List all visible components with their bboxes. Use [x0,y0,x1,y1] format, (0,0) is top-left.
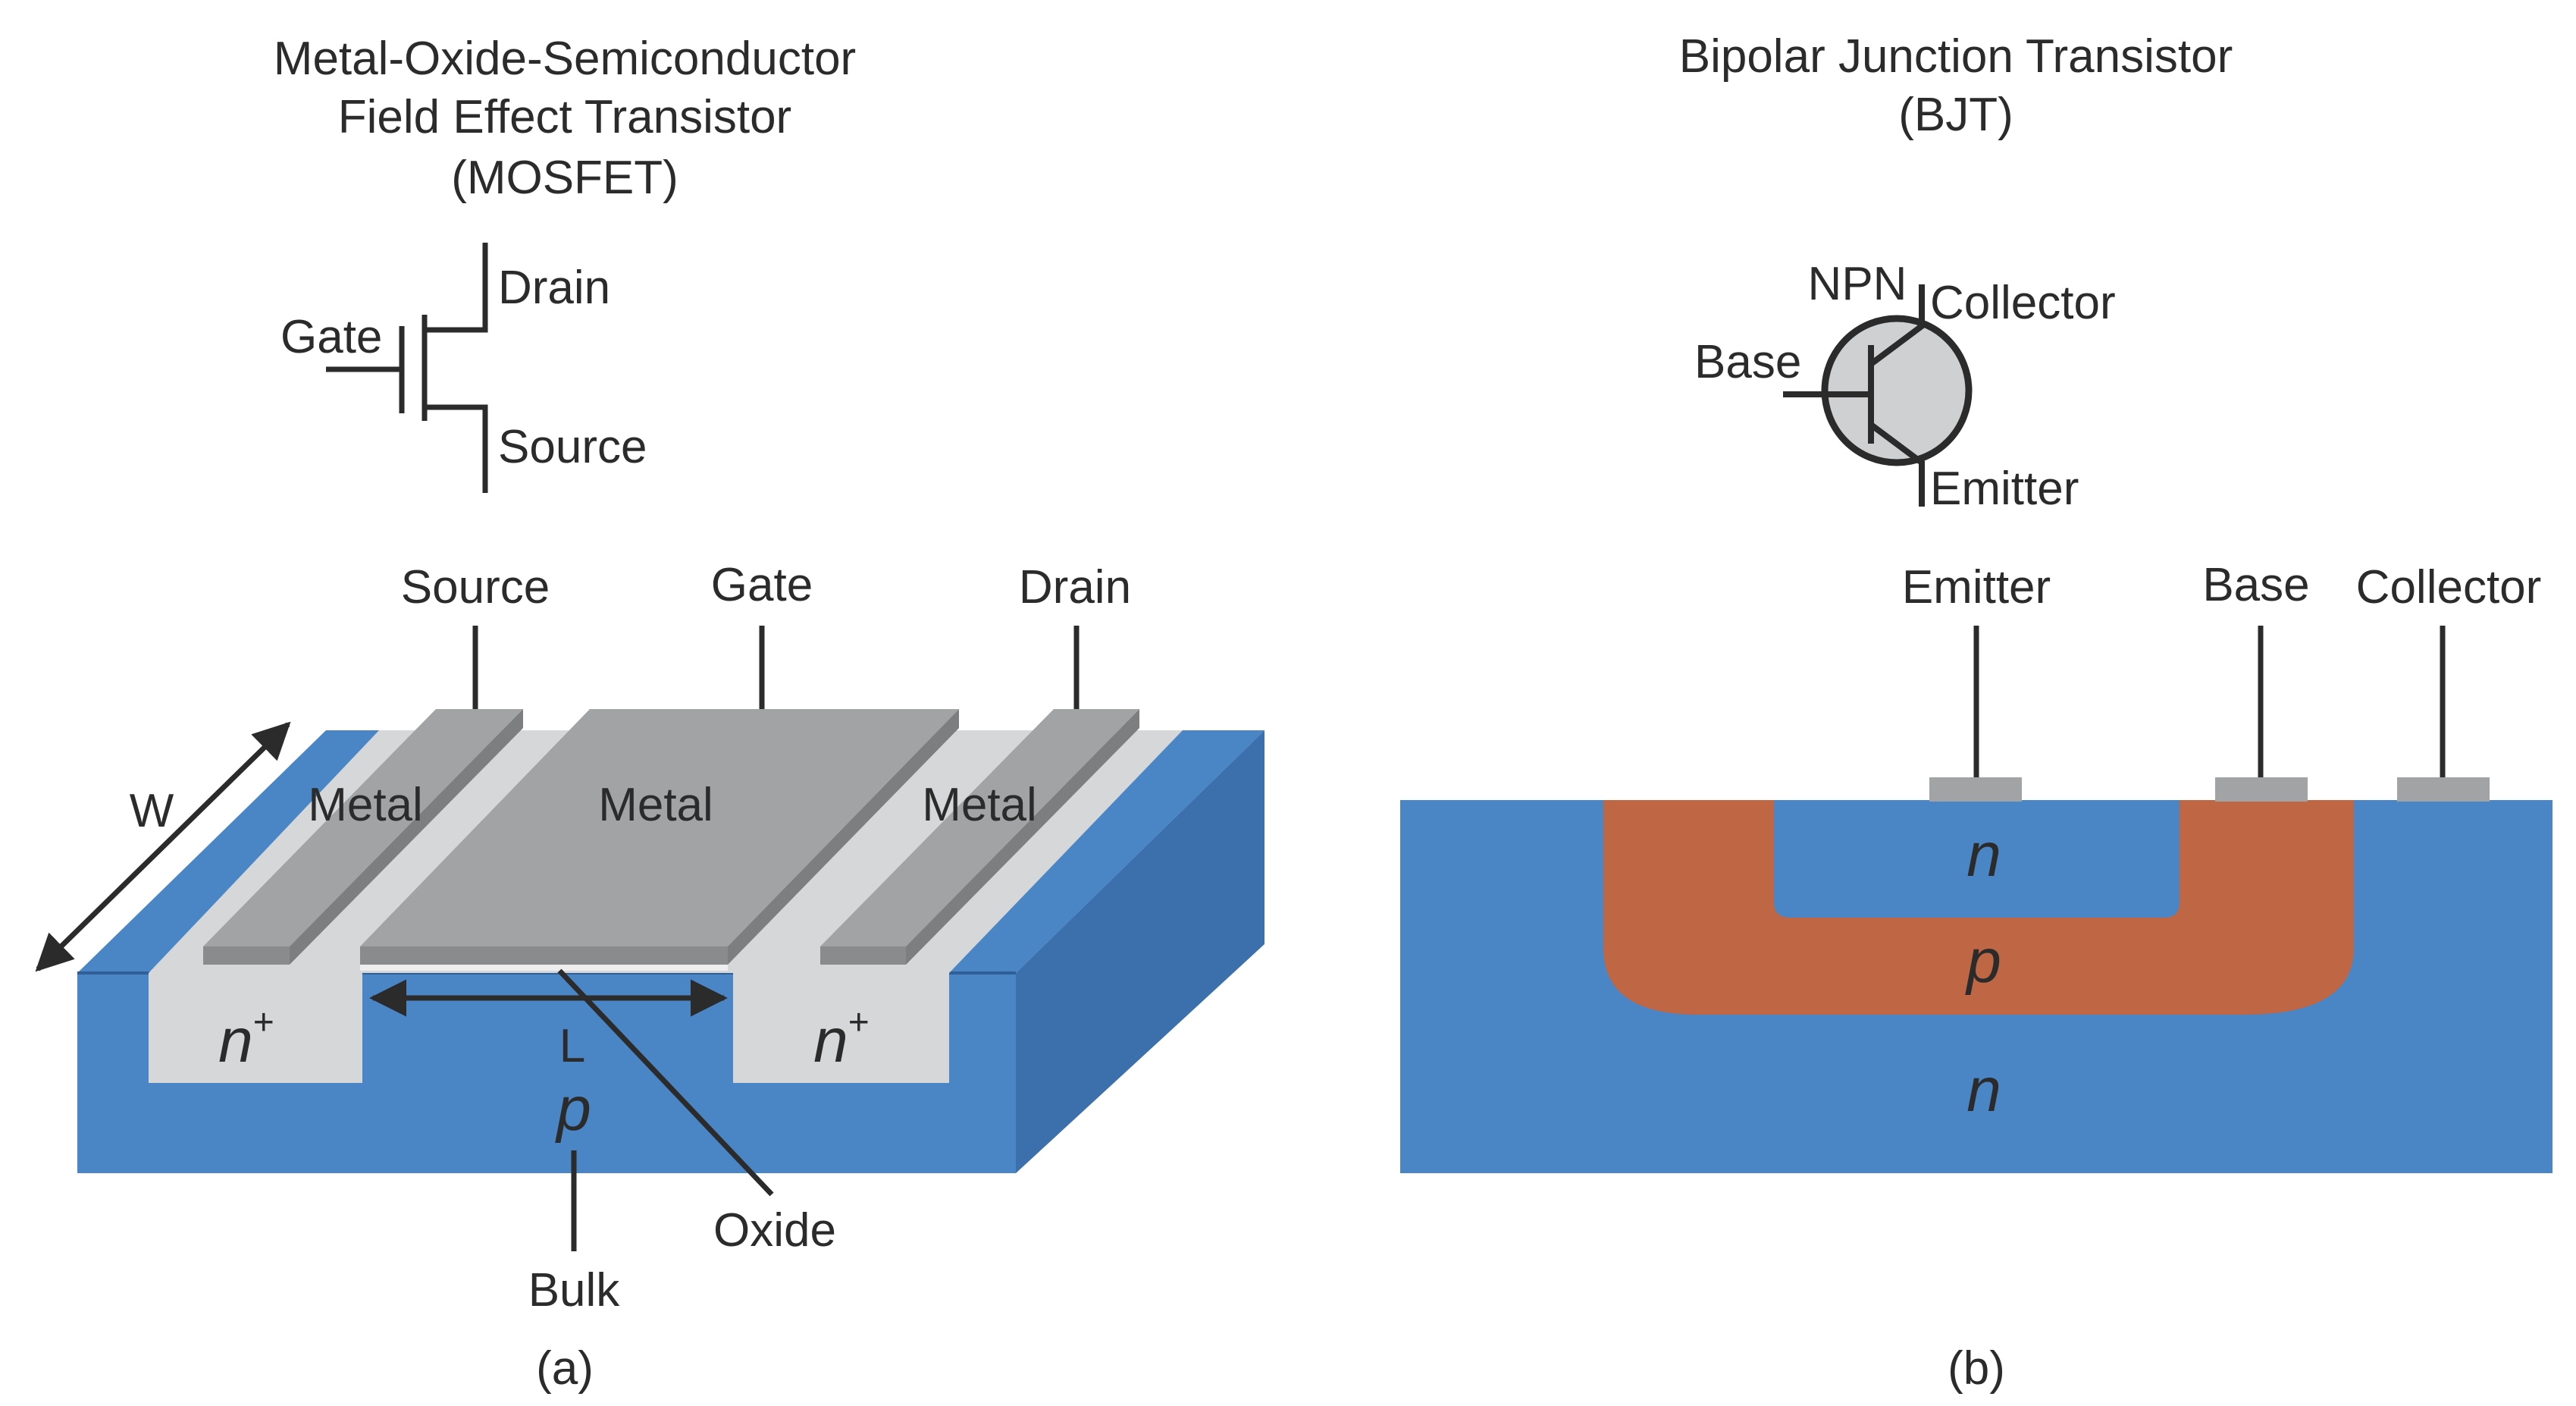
mosfet-symbol-drain-label: Drain [498,262,610,314]
metal-label-gate: Metal [598,779,713,831]
drain-metal [820,709,1139,965]
bjt-title-line1: Bipolar Junction Transistor [1679,30,2233,83]
width-label: W [130,785,174,837]
bjt-emitter-region [1774,800,2180,918]
oxide-label: Oxide [713,1204,836,1257]
bjt-base-terminal-label: Base [2202,559,2309,611]
substrate-side-face [1016,730,1264,1173]
gate-metal [360,709,959,971]
n-plus-right-region [733,973,949,1083]
bjt-emitter-contact [1929,777,2022,802]
mosfet-symbol [326,243,488,493]
bjt-base-contact [2215,777,2308,802]
bjt-emitter-region-label: n [1966,821,2001,890]
bjt-emitter-terminal-label: Emitter [1902,561,2051,614]
npn-base-label: Base [1694,336,1801,388]
length-label: L [559,1020,585,1072]
mosfet-symbol-source-label: Source [498,421,647,473]
metal-label-drain: Metal [922,779,1037,831]
n-plus-right-label: n+ [813,1003,870,1075]
mosfet-caption: (a) [536,1342,594,1395]
bjt-collector-region-label: n [1966,1056,2001,1125]
bjt-panel: Bipolar Junction Transistor (BJT) NPN Co… [1400,30,2552,1395]
mosfet-title-line3: (MOSFET) [451,152,678,204]
mosfet-source-terminal-label: Source [401,561,550,614]
p-substrate-label: p [554,1075,591,1144]
bjt-collector-terminal-label: Collector [2356,561,2542,614]
npn-symbol [1783,284,1973,507]
n-plus-left-region [149,973,362,1083]
mosfet-drain-terminal-label: Drain [1019,561,1131,614]
bulk-label: Bulk [528,1264,621,1317]
npn-emitter-label: Emitter [1930,463,2079,515]
gate-oxide-thin-layer [360,965,728,971]
oxide-pointer-line [557,968,774,1197]
mosfet-gate-terminal-label: Gate [711,559,813,611]
mosfet-panel: Metal-Oxide-Semiconductor Field Effect T… [35,33,1264,1395]
npn-type-label: NPN [1808,258,1907,310]
bjt-title-line2: (BJT) [1898,89,2013,141]
bjt-caption: (b) [1948,1342,2005,1395]
metal-label-source: Metal [308,779,423,831]
npn-collector-label: Collector [1930,277,2116,329]
width-dimension-arrow [35,721,291,972]
mosfet-terminal-leads [472,626,1080,709]
mosfet-symbol-gate-label: Gate [280,311,382,363]
mosfet-title-line1: Metal-Oxide-Semiconductor [274,33,856,85]
bjt-base-region-label: p [1964,927,2001,996]
mosfet-title-line2: Field Effect Transistor [338,91,791,143]
bjt-collector-contact [2397,777,2490,802]
bjt-terminal-leads [1973,626,2446,777]
n-plus-left-label: n+ [218,1003,274,1075]
